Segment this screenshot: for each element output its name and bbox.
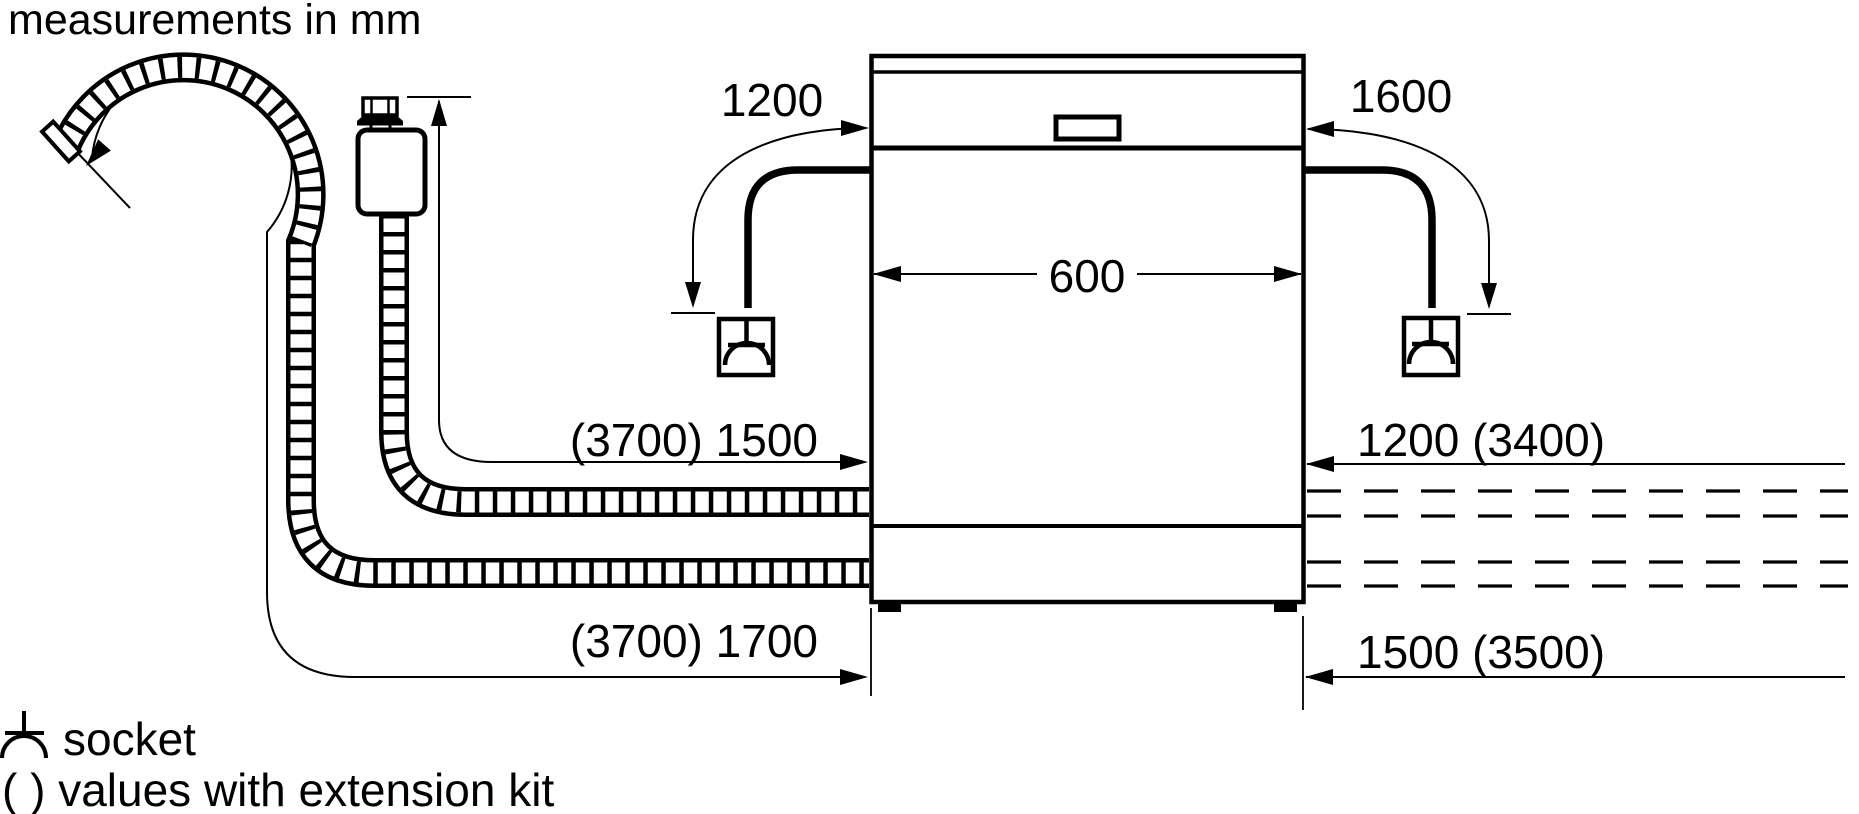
power-cable-right: [1304, 166, 1436, 308]
supply-hose: [379, 214, 869, 517]
dimension-label-drain-hose: (3700) 1700: [570, 615, 818, 667]
legend-extension-note: ( ) values with extension kit: [2, 764, 554, 814]
dimension-label-cord-left: 1200: [721, 74, 823, 126]
socket-icon: [1406, 320, 1456, 365]
power-cord-right-leader: [1306, 121, 1511, 315]
socket-icon: [0, 711, 48, 759]
legend-socket-label: socket: [63, 713, 196, 765]
right-bottom-dimension: [1305, 669, 1845, 685]
supply-hose-dimension-leader: [407, 96, 868, 470]
valve-hex-nut: [361, 96, 399, 117]
drain-outlet-reference-line: [72, 147, 131, 209]
foot-right: [1274, 602, 1297, 612]
power-cable-left: [744, 166, 871, 308]
valve-body: [355, 127, 428, 217]
dishwasher-outline: [869, 53, 1306, 612]
drain-hose: [39, 52, 869, 588]
dimension-label-supply-hose: (3700) 1500: [570, 414, 818, 466]
right-top-dimension: [1306, 456, 1845, 472]
width-dimension: 600: [873, 250, 1302, 302]
control-display: [1053, 114, 1122, 142]
dimension-label-right-top: 1200 (3400): [1357, 414, 1605, 466]
socket-box-left: [716, 316, 776, 378]
socket-box-right: [1401, 315, 1461, 378]
dimension-label-width: 600: [1049, 250, 1126, 302]
dimension-label-cord-right: 1600: [1350, 70, 1452, 122]
valve-flange: [357, 114, 403, 121]
drain-hose-end-cap: [39, 118, 83, 165]
diagram-title: measurements in mm: [8, 0, 421, 44]
hose-continuation-dashed-lines: [1307, 489, 1848, 588]
socket-icon: [722, 321, 772, 366]
foot-left: [878, 602, 901, 612]
power-cord-left-leader: [671, 120, 869, 314]
legend: socket ( ) values with extension kit: [0, 711, 554, 814]
aquastop-valve-icon: [355, 96, 428, 217]
dimension-label-right-bottom: 1500 (3500): [1357, 626, 1605, 678]
